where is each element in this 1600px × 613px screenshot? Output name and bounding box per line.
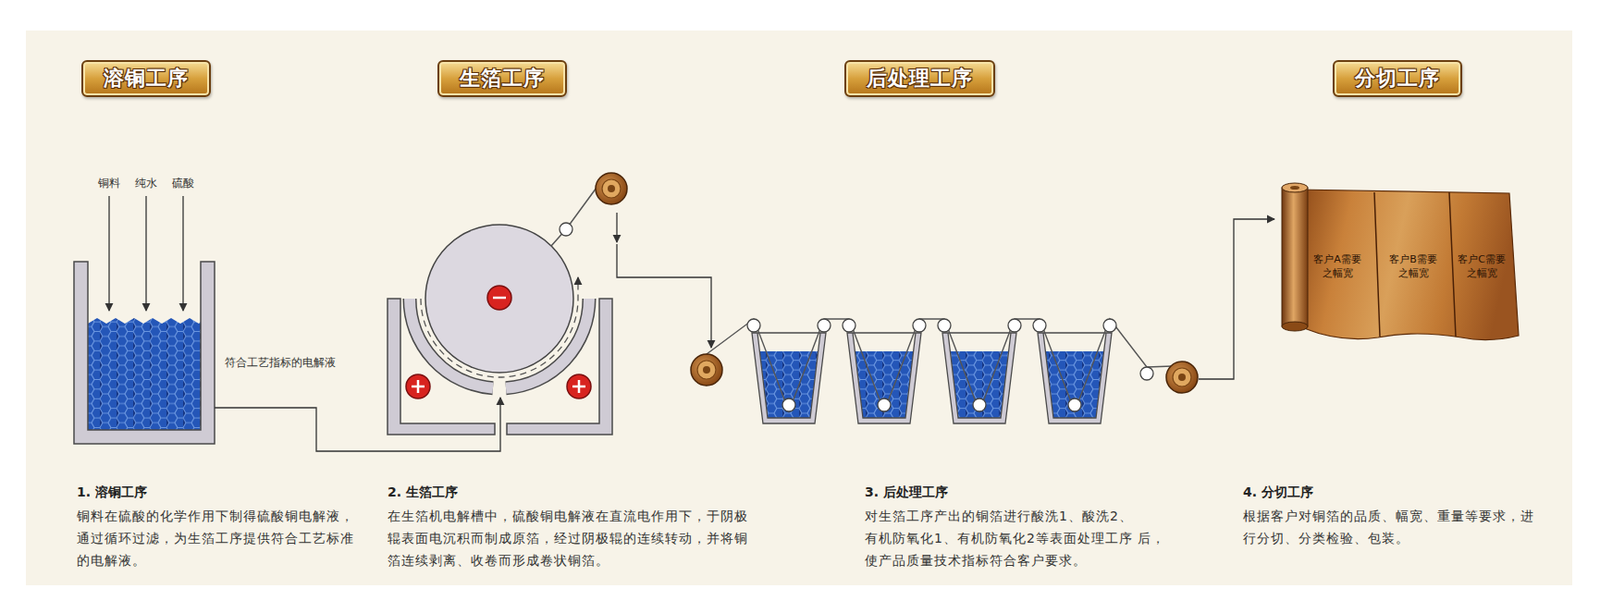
step-description: 对生箔工序产出的铜箔进行酸洗1、酸洗2、 有机防氧化1、有机防氧化2等表面处理工…	[864, 504, 1170, 572]
copper-foil-sheet: 客户A需要 之幅宽客户B需要 之幅宽客户C需要 之幅宽	[1276, 180, 1522, 352]
cathode-symbol	[487, 285, 512, 310]
flow-arrow	[1198, 219, 1275, 380]
step-description: 根据客户对铜箔的品质、幅宽、重量等要求，进 行分切、分类检验、包装。	[1243, 504, 1572, 550]
width-label: 客户C需要 之幅宽	[1452, 252, 1511, 281]
width-label: 客户B需要 之幅宽	[1384, 252, 1442, 281]
material-label: 纯水	[118, 175, 174, 191]
dissolving-tank	[73, 261, 215, 444]
step-heading: 3. 后处理工序	[864, 482, 948, 502]
foil-roll	[1166, 361, 1198, 394]
foil-roll	[595, 172, 628, 205]
pipe-label: 符合工艺指标的电解液	[224, 355, 336, 370]
step-description: 铜料在硫酸的化学作用下制得硫酸铜电解液， 通过循环过滤，为生箔工序提供符合工艺标…	[76, 504, 382, 572]
copper-sheet-shape	[1276, 180, 1522, 352]
material-label: 铜料	[81, 175, 137, 191]
flow-arrows	[616, 212, 712, 348]
feed-arrows	[109, 196, 184, 311]
stage-title: 后处理工序	[846, 61, 994, 96]
treatment-tank	[751, 332, 826, 424]
material-label: 硫酸	[155, 175, 211, 191]
stage-title: 生箔工序	[439, 61, 566, 96]
foil-path	[706, 319, 1173, 412]
cathode-drum	[425, 224, 574, 373]
stage-title: 溶铜工序	[83, 61, 210, 96]
foil-roll	[690, 354, 723, 386]
step-heading: 4. 分切工序	[1243, 482, 1314, 502]
stage-banner: 溶铜工序	[81, 60, 211, 98]
treatment-tank	[1037, 332, 1112, 424]
step-description: 在生箔机电解槽中，硫酸铜电解液在直流电作用下，于阴极 辊表面电沉积而制成原箔，经…	[387, 504, 772, 572]
flow-path	[420, 277, 579, 378]
treatment-tank	[847, 332, 922, 424]
step-heading: 1. 溶铜工序	[76, 482, 148, 502]
guide-roller	[559, 222, 573, 236]
background-panel	[25, 30, 1573, 586]
electrolyte-liquid	[87, 318, 201, 431]
treatment-tank	[942, 332, 1017, 424]
width-label: 客户A需要 之幅宽	[1308, 252, 1367, 281]
stage-banner: 后处理工序	[844, 60, 996, 98]
stage-banner: 生箔工序	[437, 60, 567, 98]
stage-banner: 分切工序	[1332, 60, 1463, 98]
guide-rollers	[747, 319, 1154, 412]
anode-symbol	[566, 374, 591, 399]
step-heading: 2. 生箔工序	[387, 482, 458, 502]
stage-title: 分切工序	[1334, 61, 1461, 96]
anode-symbol	[406, 374, 431, 399]
